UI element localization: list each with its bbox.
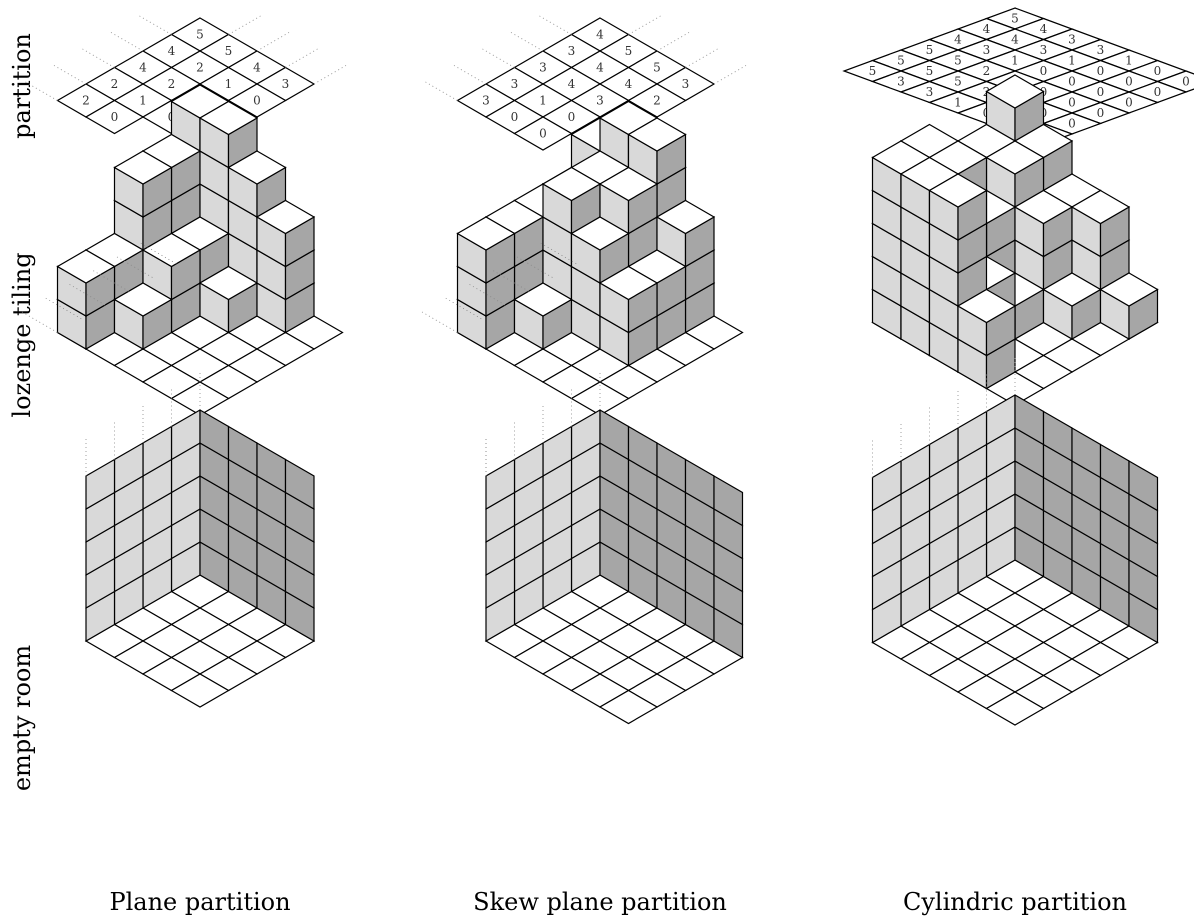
guide-line	[229, 15, 263, 35]
cell-value: 3	[596, 94, 604, 108]
cell-value: 0	[568, 110, 576, 124]
cell-value: 0	[1154, 64, 1162, 78]
cell-value: 2	[168, 77, 176, 91]
cell-value: 1	[225, 77, 233, 91]
skew-plane-partition-lozenge-tiling	[420, 102, 742, 416]
cell-value: 4	[625, 77, 633, 91]
cell-value: 0	[1068, 96, 1076, 110]
cell-value: 4	[139, 61, 147, 75]
cell-value: 1	[954, 96, 962, 110]
cell-value: 0	[1097, 106, 1105, 120]
cell-value: 3	[1068, 33, 1076, 47]
cell-value: 5	[1011, 12, 1019, 26]
cell-value: 3	[482, 94, 490, 108]
cell-value: 0	[1182, 75, 1190, 89]
cell-value: 3	[926, 85, 934, 99]
cell-value: 0	[253, 94, 261, 108]
cell-value: 1	[1125, 54, 1133, 68]
cell-value: 5	[225, 44, 233, 58]
cell-value: 0	[1154, 85, 1162, 99]
cell-value: 2	[82, 94, 90, 108]
cell-value: 3	[682, 77, 690, 91]
cell-value: 3	[1097, 43, 1105, 57]
guide-line	[657, 31, 691, 51]
plane-partition-empty-room	[86, 370, 314, 707]
cell-value: 0	[1040, 64, 1048, 78]
guide-line	[714, 64, 748, 84]
guide-line	[80, 48, 114, 68]
cell-value: 0	[1125, 75, 1133, 89]
cell-value: 5	[954, 75, 962, 89]
cell-value: 5	[653, 61, 661, 75]
cell-value: 5	[926, 43, 934, 57]
cell-value: 5	[869, 64, 877, 78]
cell-value: 2	[983, 64, 991, 78]
cell-value: 4	[168, 44, 176, 58]
guide-line	[257, 31, 291, 51]
cell-value: 4	[596, 28, 604, 42]
guide-line	[629, 15, 663, 35]
cell-value: 5	[954, 54, 962, 68]
skew-plane-partition-empty-room	[486, 370, 743, 724]
guide-line	[509, 31, 543, 51]
cell-value: 2	[111, 77, 119, 91]
cell-value: 0	[1097, 85, 1105, 99]
cell-value: 4	[1040, 22, 1048, 36]
cell-value: 0	[1068, 75, 1076, 89]
row-label-empty-room: empty room	[8, 645, 36, 792]
guide-line	[480, 48, 514, 68]
cell-value: 4	[1011, 33, 1019, 47]
cell-value: 1	[1068, 54, 1076, 68]
cell-value: 3	[539, 61, 547, 75]
row-label-lozenge-tiling: lozenge tiling	[8, 252, 36, 417]
guide-line	[686, 48, 720, 68]
cell-value: 3	[1040, 43, 1048, 57]
guide-line	[420, 311, 457, 332]
cell-value: 3	[282, 77, 290, 91]
cell-value: 4	[954, 33, 962, 47]
cell-value: 0	[539, 127, 547, 141]
column-label-skew-plane-partition: Skew plane partition	[473, 888, 727, 916]
cell-value: 0	[1068, 117, 1076, 131]
guide-line	[109, 31, 143, 51]
cell-value: 3	[511, 77, 519, 91]
cell-value: 0	[111, 110, 119, 124]
plane-partition-lozenge-tiling	[20, 85, 342, 415]
cell-value: 3	[897, 75, 905, 89]
guide-line	[452, 64, 486, 84]
column-label-cylindric-partition: Cylindric partition	[903, 888, 1127, 916]
cell-value: 0	[1125, 96, 1133, 110]
guide-line	[52, 64, 86, 84]
cell-value: 4	[568, 77, 576, 91]
row-label-partition: partition	[8, 33, 36, 139]
cell-value: 2	[653, 94, 661, 108]
cell-value: 5	[926, 64, 934, 78]
cell-value: 4	[983, 22, 991, 36]
cell-value: 5	[897, 54, 905, 68]
cylindric-partition-lozenge-tiling	[873, 75, 1158, 405]
cell-value: 2	[196, 61, 204, 75]
guide-line	[314, 64, 348, 84]
cell-value: 0	[511, 110, 519, 124]
cylindric-partition-empty-room	[873, 355, 1158, 725]
guide-line	[137, 15, 171, 35]
cell-value: 5	[196, 28, 204, 42]
cell-value: 4	[253, 61, 261, 75]
cell-value: 1	[139, 94, 147, 108]
guide-line	[423, 81, 457, 101]
column-label-plane-partition: Plane partition	[109, 888, 290, 916]
cell-value: 1	[1011, 54, 1019, 68]
cell-value: 4	[596, 61, 604, 75]
cell-value: 3	[568, 44, 576, 58]
guide-line	[286, 48, 320, 68]
cell-value: 1	[539, 94, 547, 108]
cell-value: 3	[983, 43, 991, 57]
guide-line	[537, 15, 571, 35]
cell-value: 5	[625, 44, 633, 58]
cell-value: 0	[1097, 64, 1105, 78]
